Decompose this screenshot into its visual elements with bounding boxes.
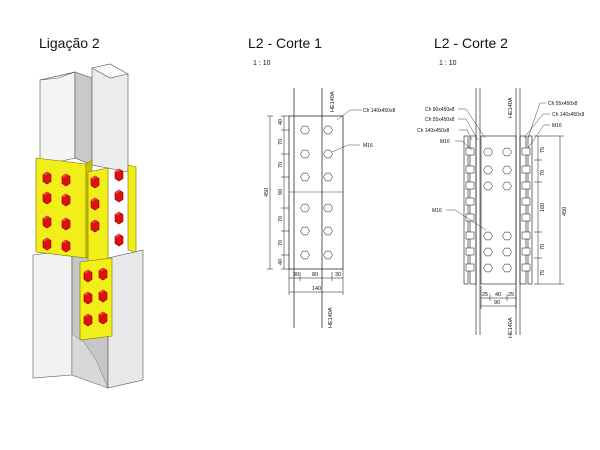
corte2-left-labels: Ch 90x450x8 Ch 55x450x8 Ch 140x450x8 M16… — [417, 107, 487, 231]
c2-label-r1: Ch 140x450x8 — [552, 112, 584, 118]
c2-dim-v4: 75 — [540, 270, 546, 276]
c2-label-l0: Ch 90x450x8 — [425, 107, 455, 113]
c2-dim-total: 450 — [562, 207, 568, 216]
c2-label-bolt-lower: M16 — [432, 208, 442, 214]
c1-dim-v2: 70 — [278, 162, 284, 168]
view3d-title: Ligação 2 — [39, 35, 100, 51]
c1-dim-htotal: 140 — [312, 286, 321, 292]
c2-dim-v3: 70 — [540, 244, 546, 250]
corte1-bolts — [300, 125, 333, 260]
corte1-scale: 1 : 10 — [253, 60, 271, 67]
corte2-drawing: HE140A HE140A Ch 90x450x8 Ch 55x450x8 Ch… — [417, 88, 584, 338]
corte1-plate — [288, 115, 344, 270]
c2-dim-h2: 25 — [508, 292, 514, 298]
corte1-plate-label: Ch 140x450x8 — [363, 108, 395, 114]
c2-dim-htotal: 90 — [494, 300, 500, 306]
c1-dim-h0: 30 — [293, 272, 299, 278]
c1-dim-h1: 80 — [312, 272, 318, 278]
c1-dim-total: 450 — [264, 188, 270, 197]
c2-label-r2: M16 — [552, 123, 562, 129]
c1-dim-v5: 70 — [278, 240, 284, 246]
corte1-profile-top: HE140A — [330, 91, 336, 112]
corte2-profile-top: HE140A — [508, 97, 514, 118]
corte1-vertical-dims: 40 70 70 90 70 70 40 450 — [264, 115, 289, 270]
corte2-bolts — [465, 147, 531, 273]
c1-dim-v0: 40 — [278, 119, 284, 125]
splice-plates — [35, 157, 137, 341]
corte1-title: L2 - Corte 1 — [248, 35, 322, 51]
corte1-bolt-label: M16 — [363, 143, 373, 149]
corte1-horizontal-dims: 30 80 30 140 — [288, 269, 344, 295]
c1-dim-v4: 70 — [278, 216, 284, 222]
corte2-plates — [463, 135, 533, 285]
view3d-drawing — [32, 63, 144, 389]
c2-dim-v0: 75 — [540, 147, 546, 153]
c2-label-l1: Ch 55x450x8 — [425, 117, 455, 123]
corte2-scale: 1 : 10 — [439, 60, 457, 67]
corte1-drawing: HE140A HE140A Ch 140x450x8 M16 40 70 70 … — [264, 88, 395, 328]
c2-label-l3: M16 — [440, 139, 450, 145]
corte1-profile-bottom: HE140A — [328, 307, 334, 328]
c1-dim-h2: 30 — [335, 272, 341, 278]
corte2-profile-bottom: HE140A — [508, 317, 514, 338]
c2-label-r0: Ch 55x450x8 — [548, 101, 578, 107]
corte2-horizontal-dims: 25 40 25 90 — [480, 286, 517, 309]
c1-dim-v6: 40 — [278, 259, 284, 265]
corte2-right-labels: Ch 55x450x8 Ch 140x450x8 M16 — [523, 101, 584, 149]
c2-dim-v2: 160 — [540, 203, 546, 212]
c1-dim-v3: 90 — [278, 189, 284, 195]
c2-label-l2: Ch 140x450x8 — [417, 128, 449, 134]
c2-dim-h0: 25 — [482, 292, 488, 298]
upper-column — [39, 63, 129, 173]
c1-dim-v1: 70 — [278, 139, 284, 145]
c2-dim-v1: 70 — [540, 170, 546, 176]
corte2-title: L2 - Corte 2 — [434, 35, 508, 51]
c2-dim-h1: 40 — [495, 292, 501, 298]
corte2-vertical-dims: 75 70 160 70 75 450 — [534, 135, 568, 285]
